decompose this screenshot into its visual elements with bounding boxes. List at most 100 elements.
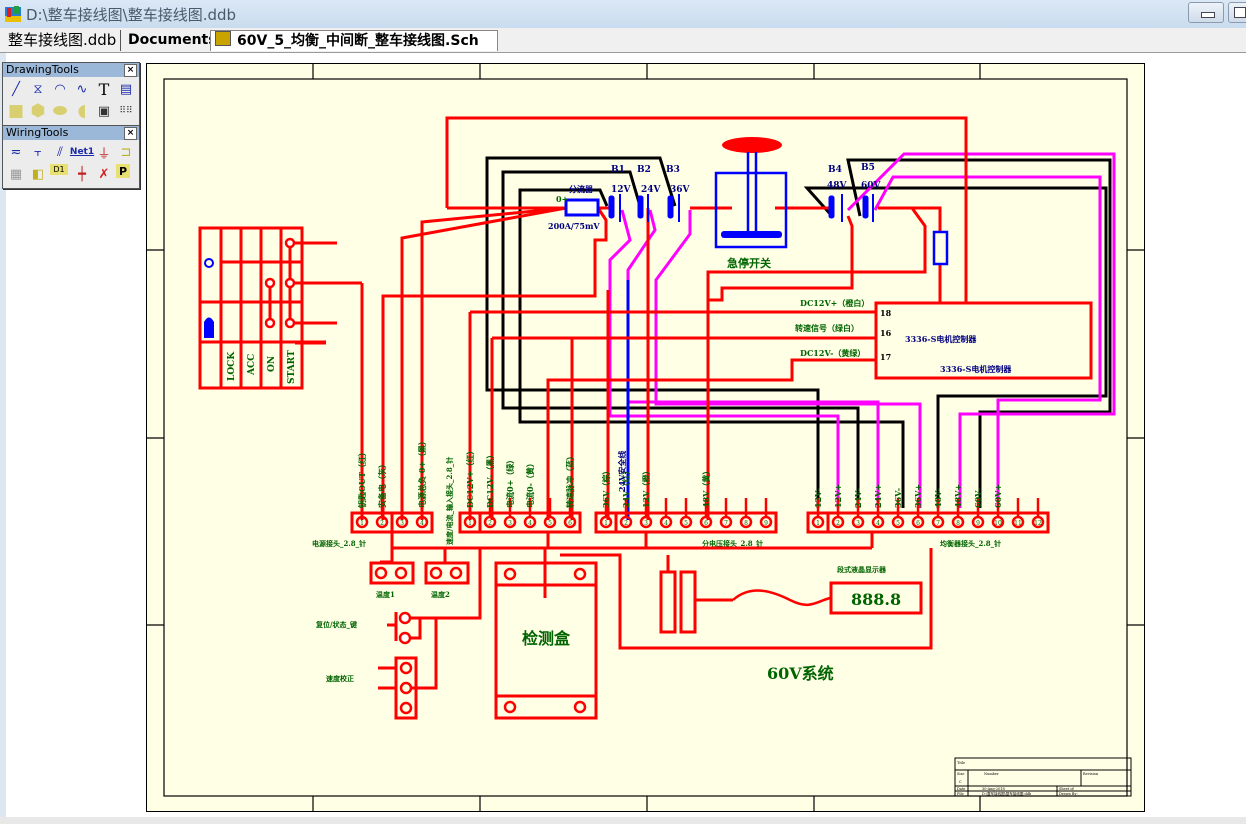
balancer-connector-pin-label: 12V-: [813, 488, 823, 508]
balancer-connector-pin-number: 12: [1034, 520, 1042, 527]
balancer-connector-pin: [931, 515, 945, 529]
balancer-connector-pin: [1011, 515, 1025, 529]
battery-b5-label: B5: [861, 163, 875, 173]
rectangle-icon[interactable]: ■: [7, 101, 25, 121]
tab-documents[interactable]: Documents: [124, 30, 222, 51]
part-icon[interactable]: D1: [50, 164, 68, 175]
pie-icon[interactable]: ◖: [77, 101, 87, 121]
wire-icon[interactable]: ≂: [10, 144, 22, 160]
horizontal-scrollbar[interactable]: [0, 817, 1246, 824]
tb-number: Number: [984, 772, 999, 776]
rounded-rectangle-icon[interactable]: ⬢: [30, 101, 46, 121]
line-icon[interactable]: ╱: [12, 81, 20, 97]
maximize-button[interactable]: [1228, 2, 1246, 23]
lcd-value: 888.8: [851, 590, 901, 609]
speed-connector-pin: [463, 515, 477, 529]
power-connector-name: 电源接头_2.8_针: [312, 539, 366, 548]
net-label-icon[interactable]: Net1: [70, 142, 94, 162]
window-title: D:\整车接线图\整车接线图.ddb: [26, 6, 237, 24]
power-port-icon[interactable]: ⏚: [97, 146, 111, 162]
schematic-sheet[interactable]: Title Size C Number Revision Date 30-Aug…: [146, 63, 1145, 812]
sheet-symbol-icon[interactable]: ▦: [9, 166, 23, 182]
tab-ddb[interactable]: 整车接线图.ddb: [4, 30, 122, 51]
balancer-connector-pin-number: 10: [994, 520, 1002, 527]
speed-connector-pin-number: 6: [568, 520, 572, 527]
sheet-entry-icon[interactable]: ◧: [31, 166, 45, 182]
bezier-icon[interactable]: ∿: [76, 81, 88, 97]
minimize-button[interactable]: [1188, 2, 1224, 23]
black-wires: [485, 156, 1112, 508]
speed-connector-pin-label: DC12V+（红）: [465, 447, 475, 508]
controller-title-2: 3336-S电机控制器: [940, 364, 1012, 374]
balancer-connector-pin-label: 12V+: [833, 484, 843, 508]
tb-revision: Revision: [1083, 772, 1099, 776]
detect-box-label: 检测盒: [522, 629, 571, 648]
tb-size-value: C: [959, 780, 962, 784]
voltage-connector-pin: [599, 515, 613, 529]
polygon-icon[interactable]: ⧖: [33, 81, 43, 97]
balancer-connector-pin-number: 5: [896, 520, 900, 527]
temperature-sensor-1: 温度1: [369, 561, 415, 599]
voltage-connector-pin-number: 6: [704, 520, 708, 527]
power-connector-pin: [375, 515, 389, 529]
controller-label-dc12v-minus: DC12V-（黄绿）: [800, 348, 865, 358]
drawing-tools-header[interactable]: DrawingTools ×: [3, 63, 139, 77]
close-icon[interactable]: ×: [124, 64, 137, 77]
voltage-connector-pin: [699, 515, 713, 529]
bus-icon[interactable]: ⫟: [34, 144, 42, 160]
graphic-icon[interactable]: ▣: [97, 103, 111, 119]
close-icon[interactable]: ×: [124, 127, 137, 140]
bus-entry-icon[interactable]: ⫽: [57, 144, 63, 160]
balancer-connector-pin-label: 36V+: [913, 484, 923, 508]
controller-label-dc12v-plus: DC12V+（橙白）: [800, 298, 869, 308]
speed-connector-pin-number: 2: [488, 520, 492, 527]
safety-line-label: 24V安全线: [617, 451, 627, 492]
battery-pack: B1 B2 B3 B4 B5 12V 24V 36V 48V 60V: [608, 163, 882, 222]
power-connector-pin-label: 钥匙OUT（红）: [357, 448, 367, 508]
battery-60v-label: 60V: [861, 181, 882, 191]
maximize-icon: [1234, 7, 1246, 18]
port-icon[interactable]: ⊐: [120, 144, 132, 160]
balancer-connector-pin-number: 7: [936, 520, 940, 527]
power-connector-pin-label: 电源总负 0+（黑）: [417, 437, 427, 508]
wiring-tools-title: WiringTools: [6, 126, 69, 139]
window-title-bar: D:\整车接线图\整车接线图.ddb: [0, 0, 1246, 28]
balancer-connector-pin-label: 48V-: [933, 488, 943, 508]
battery-b4-label: B4: [828, 165, 842, 175]
balancer-connector-pin: [811, 515, 825, 529]
voltage-connector-pin-number: 9: [764, 520, 768, 527]
text-icon[interactable]: T: [98, 79, 110, 99]
junction-icon[interactable]: ┿: [78, 166, 86, 182]
controller-pin-17: 17: [880, 352, 891, 362]
speed-connector-pin-label: 转速脉冲（蓝）: [565, 452, 575, 508]
drawing-tools-title: DrawingTools: [6, 63, 79, 76]
tab-schematic[interactable]: 60V_5_均衡_中间断_整车接线图.Sch: [210, 30, 498, 51]
drawing-tools-palette[interactable]: DrawingTools × ╱ ⧖ ◠ ∿ T ▤ ■ ⬢ ⬬ ◖ ▣ ⠿⠿: [2, 62, 140, 126]
wiring-tools-header[interactable]: WiringTools ×: [3, 126, 139, 140]
battery-b1-label: B1: [611, 165, 625, 175]
pcb-layout-icon[interactable]: P: [116, 164, 130, 178]
no-erc-icon[interactable]: ✗: [98, 166, 110, 182]
voltage-connector-pin-label: 48V（黄）: [701, 467, 711, 508]
tb-drawn-by: Drawn By:: [1059, 792, 1078, 796]
arc-icon[interactable]: ◠: [54, 81, 66, 97]
wiring-tools-palette[interactable]: WiringTools × ≂ ⫟ ⫽ Net1 ⏚ ⊐ ▦ ◧ D1 ┿ ✗ …: [2, 125, 140, 189]
lock-icon: [204, 317, 214, 338]
reset-button-label: 复位/状态_键: [315, 620, 357, 629]
tab-documents-label: Documents: [128, 32, 217, 48]
balancer-connector-pin-label: 24V+: [873, 484, 883, 508]
lcd-label: 段式液晶显示器: [837, 565, 887, 574]
temperature-sensor-2: 温度2: [424, 561, 470, 599]
document-tab-bar: 整车接线图.ddb Documents 60V_5_均衡_中间断_整车接线图.S…: [0, 28, 1246, 53]
ellipse-icon[interactable]: ⬬: [52, 101, 68, 121]
text-frame-icon[interactable]: ▤: [119, 81, 133, 97]
power-connector-pin-number: 3: [400, 520, 404, 527]
battery-36v-label: 36V: [670, 185, 691, 195]
balancer-connector-pin-label: 60V+: [993, 484, 1003, 508]
array-icon[interactable]: ⠿⠿: [119, 106, 133, 116]
tb-sheet: Sheet of: [1059, 787, 1074, 791]
key-lock-label: LOCK: [227, 351, 237, 381]
voltage-connector-pin-number: 8: [744, 520, 748, 527]
speed-connector-body: [458, 511, 582, 534]
